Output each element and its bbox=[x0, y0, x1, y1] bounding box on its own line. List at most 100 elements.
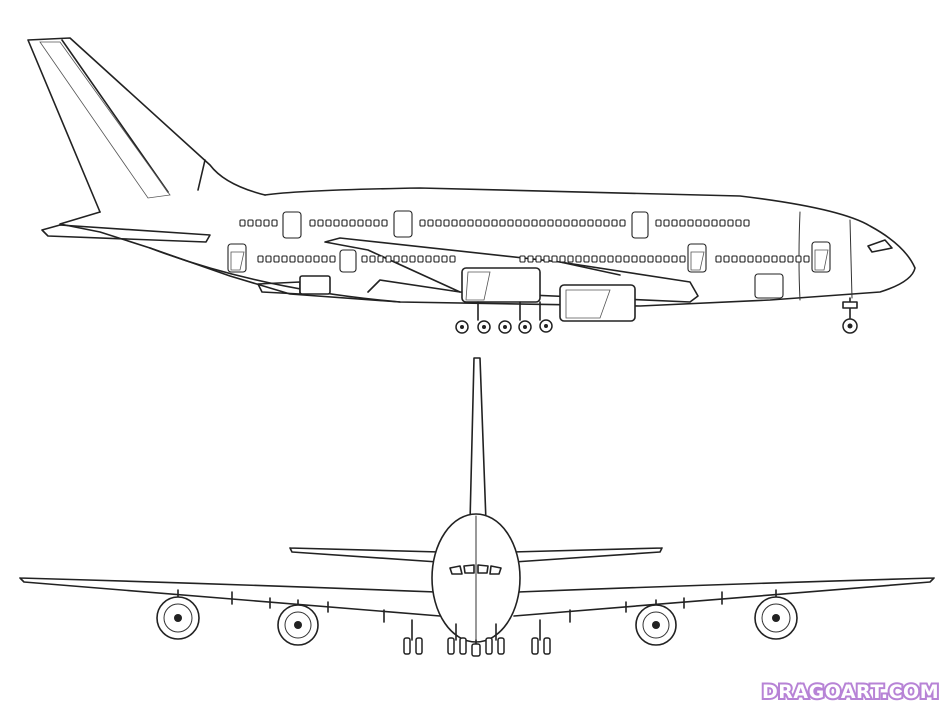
front-engine-inner-left bbox=[277, 599, 319, 646]
passenger-window bbox=[341, 219, 348, 227]
passenger-window bbox=[329, 255, 336, 263]
passenger-window bbox=[523, 219, 530, 227]
passenger-window bbox=[735, 219, 742, 227]
passenger-window bbox=[385, 255, 392, 263]
passenger-window bbox=[247, 219, 254, 227]
passenger-window bbox=[671, 219, 678, 227]
passenger-window bbox=[747, 255, 754, 263]
front-stabilizer-left bbox=[289, 547, 441, 563]
passenger-window bbox=[427, 219, 434, 227]
front-view-airplane bbox=[19, 357, 935, 657]
passenger-window bbox=[603, 219, 610, 227]
passenger-window bbox=[583, 255, 590, 263]
passenger-window bbox=[459, 219, 466, 227]
main-wing bbox=[324, 237, 699, 303]
fuselage bbox=[59, 187, 916, 307]
passenger-window bbox=[611, 219, 618, 227]
passenger-window bbox=[719, 219, 726, 227]
passenger-window bbox=[507, 219, 514, 227]
passenger-window bbox=[239, 219, 246, 227]
passenger-window bbox=[369, 255, 376, 263]
passenger-window bbox=[559, 255, 566, 263]
passenger-window bbox=[647, 255, 654, 263]
passenger-window bbox=[727, 219, 734, 227]
passenger-window bbox=[313, 255, 320, 263]
passenger-window bbox=[763, 255, 770, 263]
passenger-window bbox=[575, 255, 582, 263]
nose-landing-gear bbox=[842, 297, 858, 334]
passenger-window bbox=[607, 255, 614, 263]
passenger-window bbox=[755, 255, 762, 263]
engine-right bbox=[559, 284, 636, 322]
passenger-window bbox=[325, 219, 332, 227]
door bbox=[282, 211, 302, 239]
passenger-window bbox=[679, 219, 686, 227]
front-engine-inner-right bbox=[635, 599, 677, 646]
passenger-window bbox=[483, 219, 490, 227]
passenger-window bbox=[409, 255, 416, 263]
passenger-window bbox=[419, 219, 426, 227]
cockpit-window bbox=[867, 239, 893, 253]
passenger-window bbox=[357, 219, 364, 227]
passenger-window bbox=[771, 255, 778, 263]
front-cockpit-windows bbox=[449, 564, 502, 575]
passenger-window bbox=[381, 219, 388, 227]
passenger-window bbox=[663, 255, 670, 263]
passenger-window bbox=[257, 255, 264, 263]
passenger-window bbox=[309, 219, 316, 227]
front-wing-right bbox=[513, 577, 935, 617]
passenger-window bbox=[365, 219, 372, 227]
passenger-window bbox=[317, 219, 324, 227]
passenger-window bbox=[715, 255, 722, 263]
passenger-window bbox=[263, 219, 270, 227]
passenger-window bbox=[655, 219, 662, 227]
passenger-window bbox=[595, 219, 602, 227]
passenger-window bbox=[361, 255, 368, 263]
passenger-window bbox=[443, 219, 450, 227]
passenger-window bbox=[451, 219, 458, 227]
passenger-window bbox=[289, 255, 296, 263]
passenger-window bbox=[527, 255, 534, 263]
passenger-window bbox=[803, 255, 810, 263]
passenger-window bbox=[631, 255, 638, 263]
horizontal-stabilizer bbox=[41, 224, 211, 243]
passenger-window bbox=[663, 219, 670, 227]
passenger-window bbox=[711, 219, 718, 227]
passenger-window bbox=[599, 255, 606, 263]
engine-left bbox=[461, 267, 541, 303]
passenger-window bbox=[779, 255, 786, 263]
front-stabilizer-right bbox=[511, 547, 663, 563]
passenger-window bbox=[519, 255, 526, 263]
front-engine-outer-left bbox=[156, 589, 200, 640]
passenger-window bbox=[417, 255, 424, 263]
passenger-window bbox=[297, 255, 304, 263]
passenger-window bbox=[539, 219, 546, 227]
passenger-window bbox=[571, 219, 578, 227]
front-landing-gear bbox=[403, 619, 551, 657]
passenger-window bbox=[449, 255, 456, 263]
passenger-window bbox=[703, 219, 710, 227]
passenger-window bbox=[467, 219, 474, 227]
front-wing-left bbox=[19, 577, 441, 617]
passenger-window bbox=[515, 219, 522, 227]
passenger-window bbox=[543, 255, 550, 263]
passenger-window bbox=[639, 255, 646, 263]
passenger-window bbox=[393, 255, 400, 263]
passenger-window bbox=[433, 255, 440, 263]
passenger-window bbox=[551, 255, 558, 263]
passenger-window bbox=[623, 255, 630, 263]
passenger-window bbox=[795, 255, 802, 263]
passenger-window bbox=[591, 255, 598, 263]
passenger-window bbox=[281, 255, 288, 263]
passenger-window bbox=[587, 219, 594, 227]
passenger-window bbox=[491, 219, 498, 227]
passenger-window bbox=[475, 219, 482, 227]
upper-deck-windows bbox=[239, 219, 750, 227]
passenger-window bbox=[615, 255, 622, 263]
passenger-window bbox=[401, 255, 408, 263]
passenger-window bbox=[373, 219, 380, 227]
passenger-window bbox=[499, 219, 506, 227]
passenger-window bbox=[723, 255, 730, 263]
passenger-window bbox=[349, 219, 356, 227]
